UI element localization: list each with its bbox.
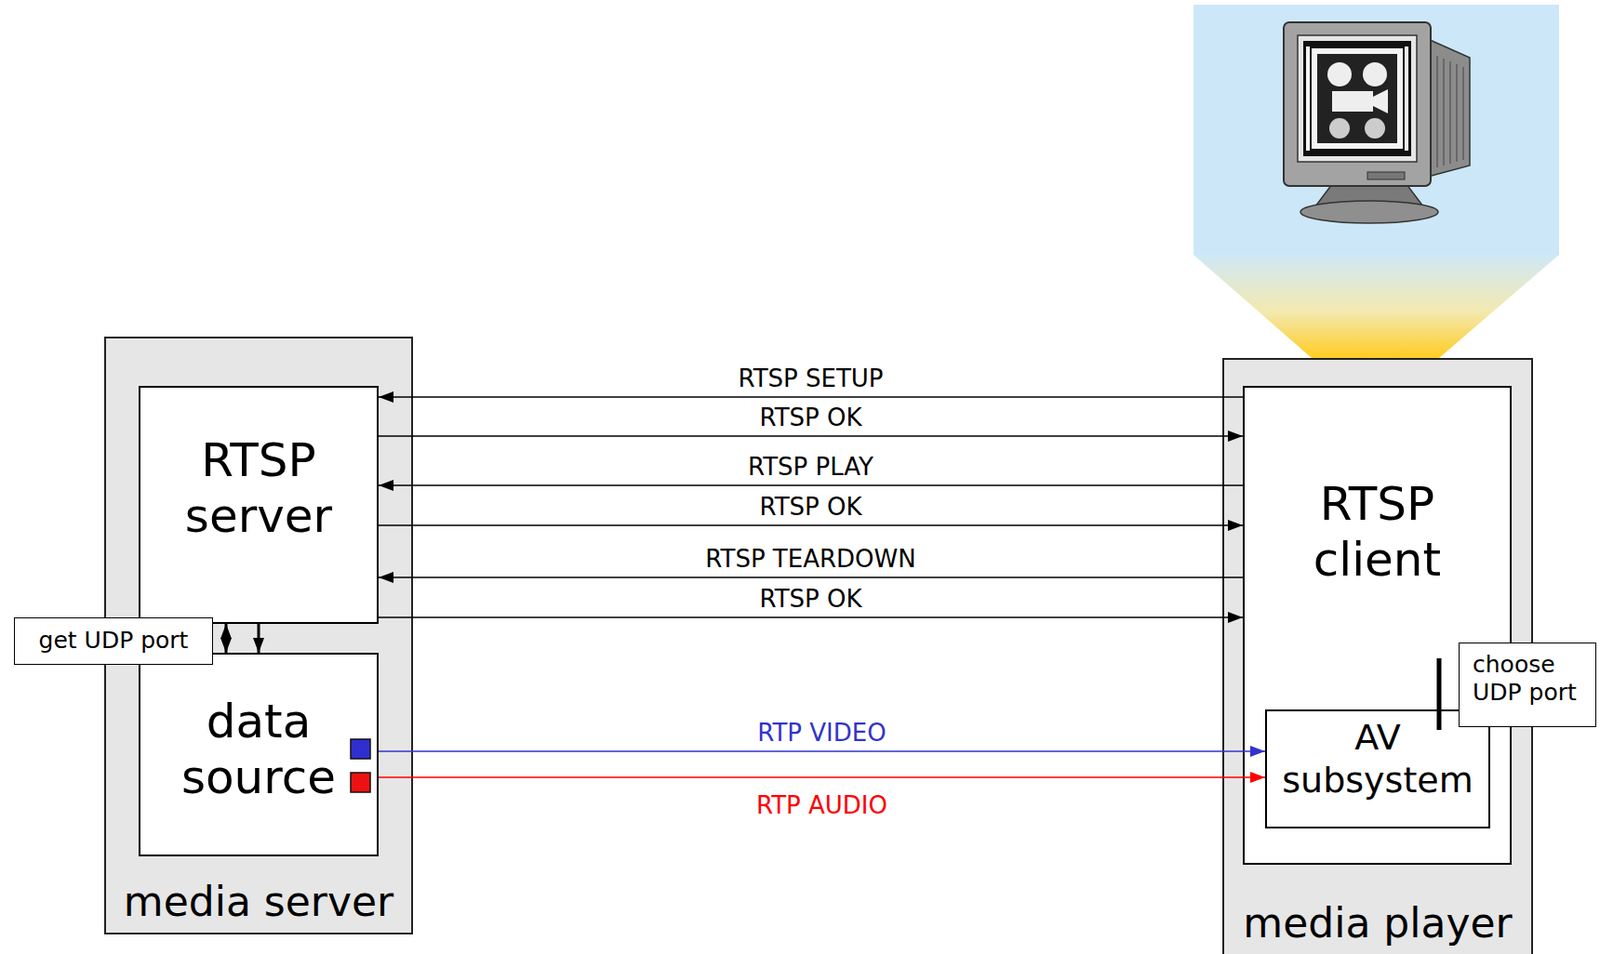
monitor-icon	[1283, 22, 1470, 224]
video-port	[350, 739, 371, 760]
message-arrow	[378, 576, 1243, 579]
message-label: RTSP OK	[756, 403, 865, 432]
message-label: RTP AUDIO	[753, 791, 891, 820]
message-label: RTSP TEARDOWN	[702, 545, 919, 574]
message-label: RTP VIDEO	[754, 719, 889, 747]
callout-box: choose UDP port	[1458, 642, 1597, 728]
message-arrow	[378, 396, 1243, 399]
message-arrow	[378, 776, 1266, 779]
message-label: RTSP OK	[756, 585, 865, 614]
port-bar	[1437, 658, 1442, 731]
message-arrow	[378, 435, 1243, 438]
message-label: RTSP SETUP	[734, 364, 886, 393]
callout-box: get UDP port	[13, 617, 214, 666]
node-label: get UDP port	[14, 626, 213, 655]
node-label: media server	[106, 878, 412, 928]
node-label: choose UDP port	[1459, 651, 1596, 707]
message-arrow	[378, 524, 1243, 527]
av-subsystem-box: AV subsystem	[1265, 709, 1491, 829]
server-process: RTSP server	[138, 386, 379, 625]
internal-arrow	[225, 624, 228, 654]
message-arrow	[378, 484, 1243, 487]
message-arrow	[378, 750, 1266, 753]
message-arrow	[378, 616, 1243, 619]
light-beam	[1193, 254, 1560, 359]
client-process: RTSP client AV subsystem	[1242, 386, 1512, 866]
screen-glow	[1193, 4, 1560, 255]
message-label: RTSP PLAY	[745, 453, 877, 481]
message-label: RTSP OK	[756, 493, 865, 521]
node-label: data source	[140, 693, 377, 806]
node-label: RTSP client	[1244, 476, 1510, 588]
audio-port	[350, 773, 371, 793]
internal-arrow	[257, 624, 261, 654]
node-label: media player	[1224, 899, 1532, 949]
node-label: AV subsystem	[1266, 717, 1489, 802]
data-source-box: data source	[138, 653, 379, 857]
node-label: RTSP server	[140, 432, 377, 545]
